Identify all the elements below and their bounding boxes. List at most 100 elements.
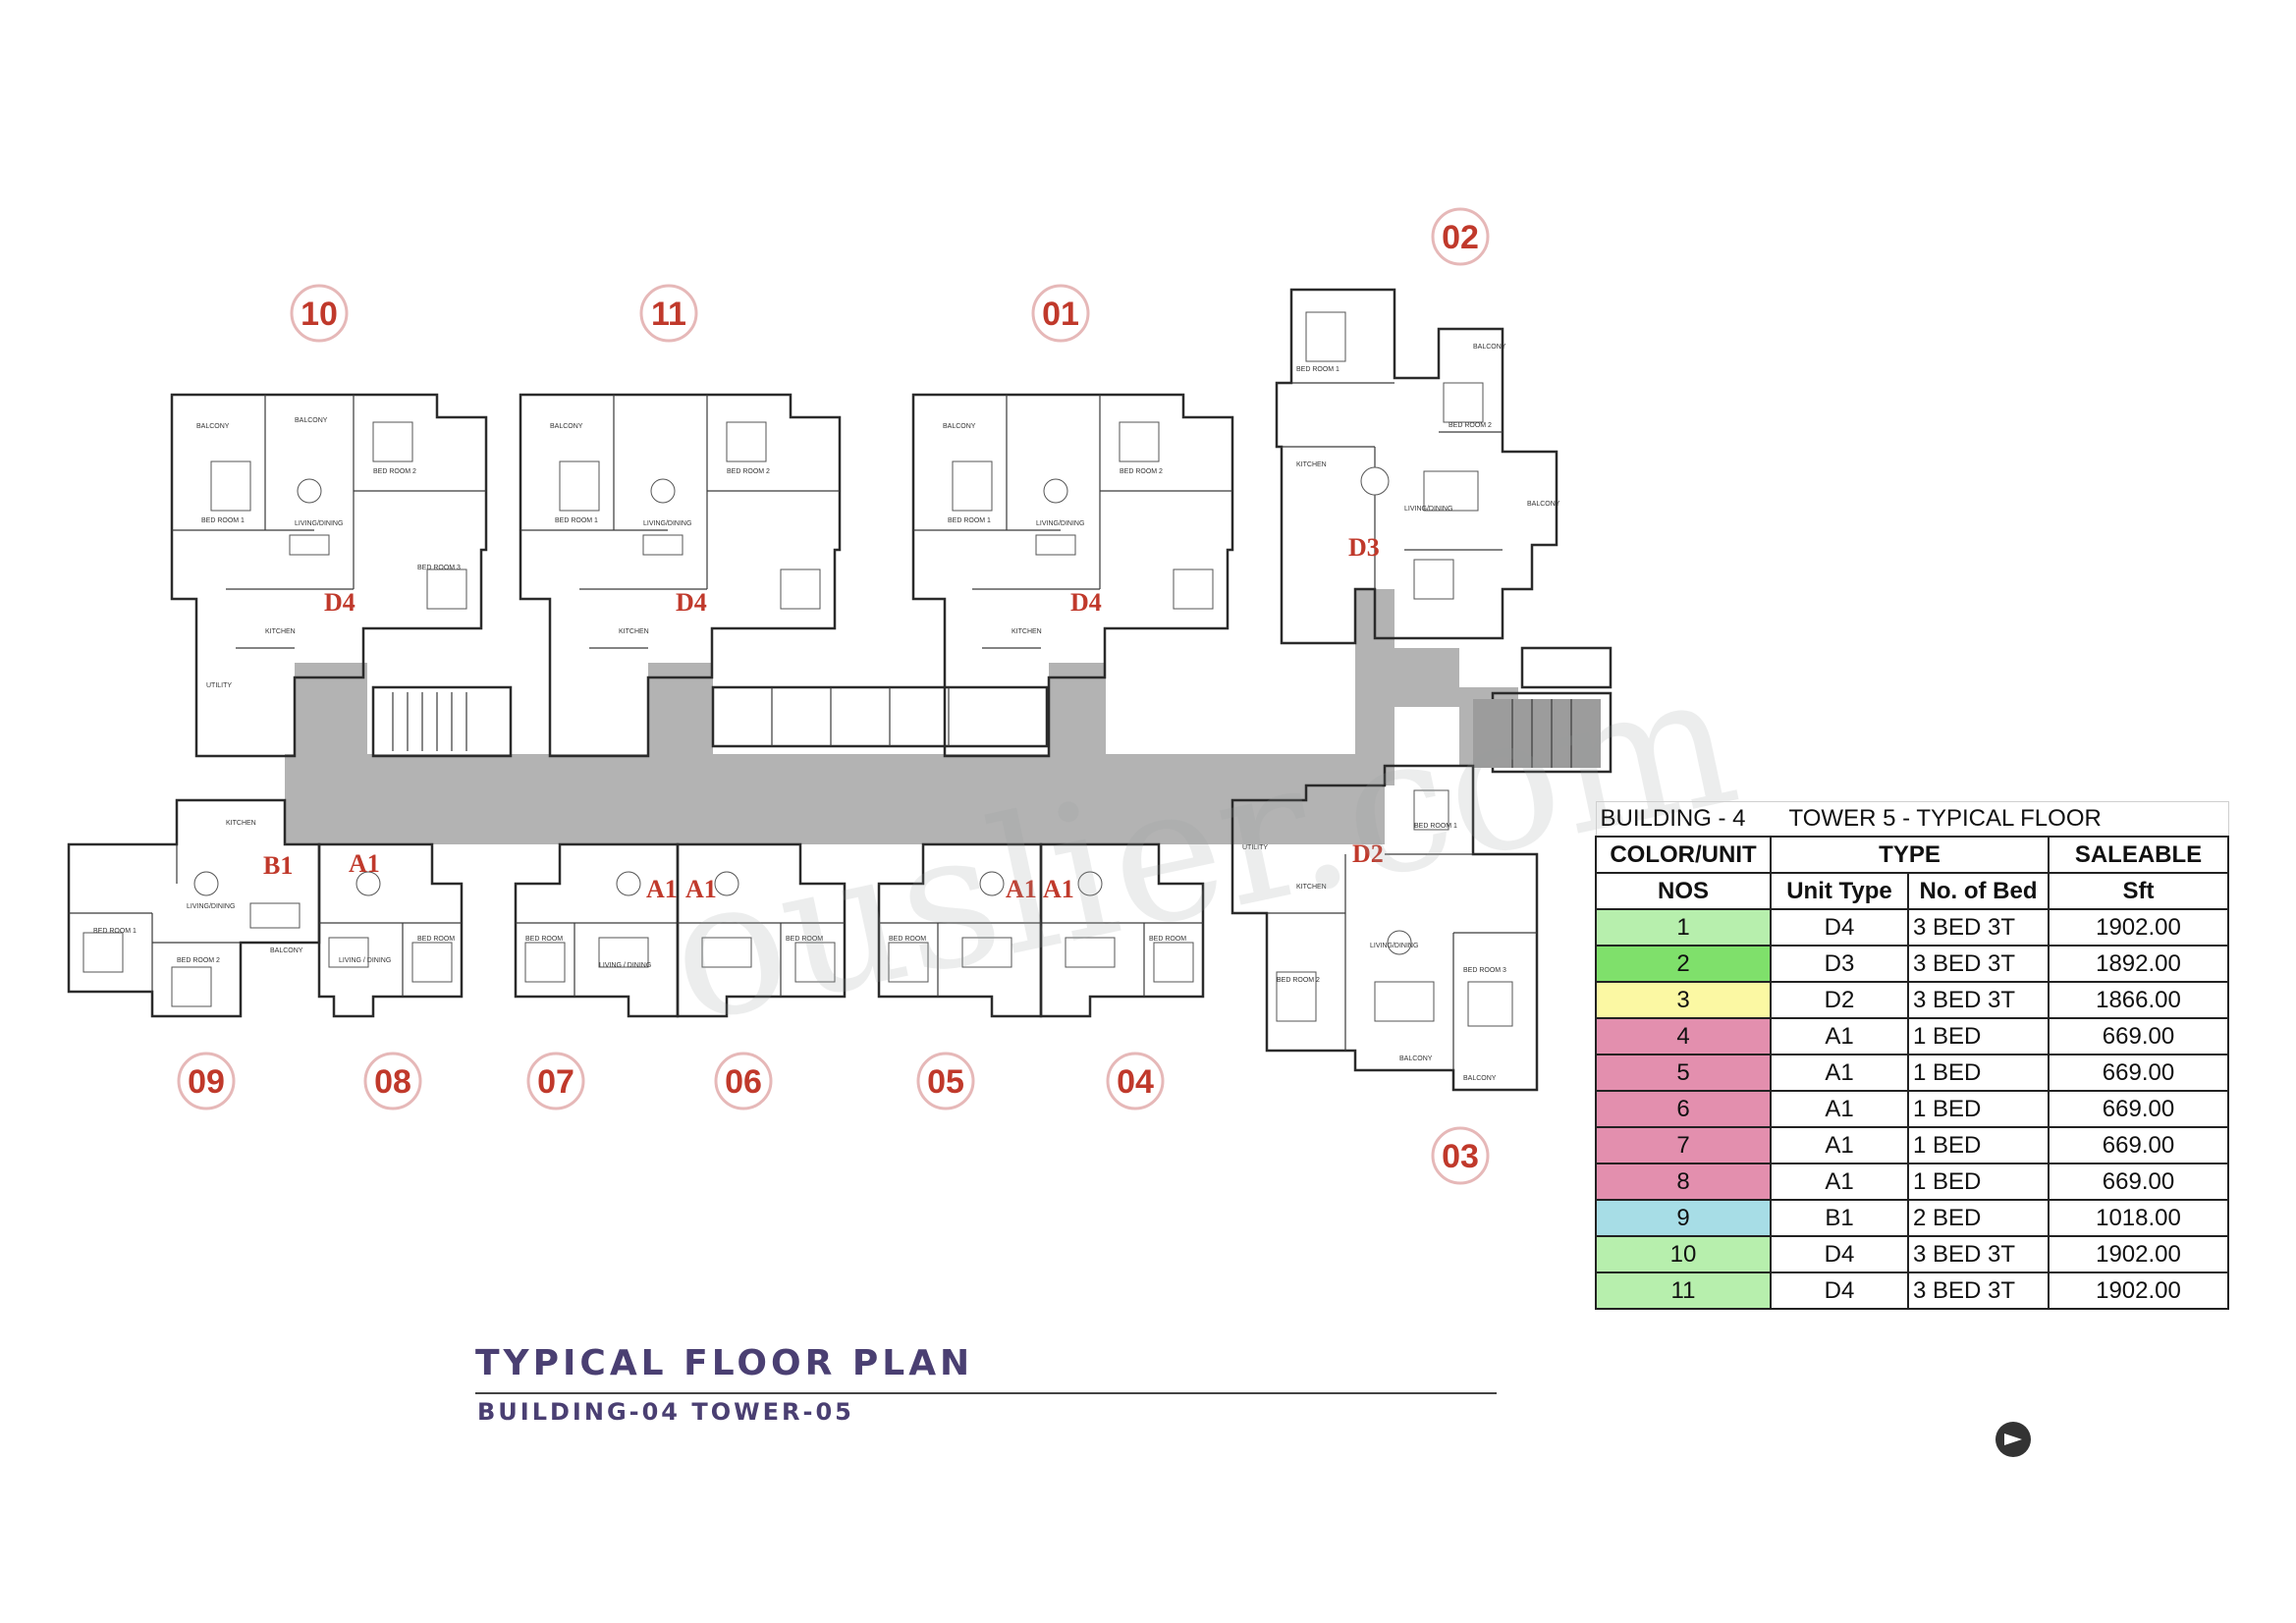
room-label-kitchen: KITCHEN	[226, 820, 256, 827]
unit-number-09[interactable]: 09	[177, 1052, 236, 1110]
page-subtitle: BUILDING-04 TOWER-05	[477, 1398, 854, 1426]
unit-08-plan[interactable]: LIVING / DINING BED ROOM A1	[317, 842, 464, 1018]
cell-no-of-bed: 3 BED 3T	[1907, 945, 2050, 983]
cell-nos: 5	[1595, 1054, 1772, 1092]
unit-number-label: 10	[301, 296, 338, 333]
unit-type-d2: D2	[1352, 839, 1384, 868]
unit-type-d4: D4	[676, 588, 707, 617]
cell-unit-type: D4	[1770, 908, 1909, 947]
room-label-living-dining-a1: LIVING / DINING	[599, 962, 651, 969]
room-label-bed-room-1: BED ROOM 1	[201, 517, 245, 524]
cell-nos: 4	[1595, 1017, 1772, 1055]
unit-11-plan[interactable]: BALCONY BED ROOM 1 BED ROOM 2 LIVING/DIN…	[519, 393, 842, 758]
unit-01-plan[interactable]: BALCONY BED ROOM 1 BED ROOM 2 LIVING/DIN…	[911, 393, 1234, 758]
room-label-kitchen: KITCHEN	[1296, 884, 1327, 891]
cell-saleable-sft: 669.00	[2048, 1090, 2229, 1128]
unit-type-a1: A1	[1006, 875, 1037, 903]
room-label-kitchen: KITCHEN	[1296, 461, 1327, 468]
cell-no-of-bed: 1 BED	[1907, 1163, 2050, 1201]
header-no-of-bed: No. of Bed	[1907, 872, 2050, 910]
cell-no-of-bed: 3 BED 3T	[1907, 1235, 2050, 1273]
unit-number-11[interactable]: 11	[639, 284, 698, 343]
room-label-bed-room: BED ROOM	[417, 936, 455, 943]
unit-06-plan[interactable]: BED ROOM A1	[676, 842, 847, 1018]
unit-05-plan[interactable]: BED ROOM A1	[877, 842, 1043, 1018]
cell-unit-type: A1	[1770, 1126, 1909, 1164]
cell-saleable-sft: 669.00	[2048, 1163, 2229, 1201]
cell-saleable-sft: 1892.00	[2048, 945, 2229, 983]
cell-no-of-bed: 1 BED	[1907, 1090, 2050, 1128]
unit-type-a1: A1	[349, 849, 380, 878]
room-label-balcony: BALCONY	[196, 423, 230, 430]
cell-saleable-sft: 1902.00	[2048, 1271, 2229, 1310]
room-label-living-dining: LIVING/DINING	[1404, 506, 1452, 513]
unit-type-d3: D3	[1348, 533, 1380, 562]
unit-number-02[interactable]: 02	[1431, 207, 1490, 266]
room-label-bed-room-3: BED ROOM 3	[1463, 967, 1506, 974]
north-arrow-icon	[1995, 1422, 2031, 1457]
unit-07-plan[interactable]: BED ROOM LIVING / DINING A1	[514, 842, 680, 1018]
unit-04-plan[interactable]: BED ROOM A1	[1039, 842, 1205, 1018]
room-label-bed-room-3: BED ROOM 3	[417, 565, 461, 571]
room-label-bed-room-2: BED ROOM 2	[727, 468, 770, 475]
cell-unit-type: D4	[1770, 1235, 1909, 1273]
unit-type-a1: A1	[1043, 875, 1074, 903]
room-label-balcony: BALCONY	[1399, 1055, 1433, 1062]
unit-09-plan[interactable]: BED ROOM 1 BED ROOM 2 LIVING/DINING BALC…	[67, 798, 321, 1018]
room-label-bed-room-2: BED ROOM 2	[1449, 422, 1492, 429]
unit-number-01[interactable]: 01	[1031, 284, 1090, 343]
cell-no-of-bed: 1 BED	[1907, 1054, 2050, 1092]
room-label-bed-room: BED ROOM	[1149, 936, 1186, 943]
cell-nos: 8	[1595, 1163, 1772, 1201]
unit-number-label: 06	[725, 1063, 762, 1101]
room-label-utility: UTILITY	[1242, 844, 1268, 851]
cell-saleable-sft: 669.00	[2048, 1054, 2229, 1092]
room-label-balcony: BALCONY	[295, 417, 328, 424]
stair-hatch-right	[1473, 699, 1601, 768]
unit-number-label: 07	[537, 1063, 574, 1101]
unit-number-label: 05	[927, 1063, 964, 1101]
unit-number-06[interactable]: 06	[714, 1052, 773, 1110]
unit-number-04[interactable]: 04	[1106, 1052, 1165, 1110]
cell-unit-type: A1	[1770, 1017, 1909, 1055]
cell-no-of-bed: 1 BED	[1907, 1126, 2050, 1164]
room-label-balcony: BALCONY	[1473, 344, 1506, 351]
unit-number-label: 02	[1442, 219, 1479, 256]
unit-02-plan[interactable]: BED ROOM 1 BED ROOM 2 LIVING/DINING KITC…	[1275, 288, 1560, 645]
unit-10-plan[interactable]: BALCONY BALCONY BED ROOM 1 BED ROOM 2 LI…	[170, 393, 488, 758]
cell-nos: 9	[1595, 1199, 1772, 1237]
unit-type-a1: A1	[646, 875, 678, 903]
cell-saleable-sft: 1866.00	[2048, 981, 2229, 1019]
unit-number-07[interactable]: 07	[526, 1052, 585, 1110]
room-label-bed-room-2: BED ROOM 2	[373, 468, 416, 475]
unit-number-03[interactable]: 03	[1431, 1126, 1490, 1185]
header-nos: NOS	[1595, 872, 1772, 910]
room-label-kitchen: KITCHEN	[265, 628, 296, 635]
corridor	[285, 589, 1613, 844]
unit-number-label: 09	[188, 1063, 225, 1101]
unit-number-05[interactable]: 05	[916, 1052, 975, 1110]
unit-03-plan[interactable]: BED ROOM 1 BED ROOM 2 BED ROOM 3 LIVING/…	[1230, 764, 1539, 1092]
cell-saleable-sft: 1902.00	[2048, 908, 2229, 947]
cell-unit-type: B1	[1770, 1199, 1909, 1237]
unit-type-d4: D4	[1070, 588, 1102, 617]
room-label-balcony: BALCONY	[550, 423, 583, 430]
room-label-bed-room-1: BED ROOM 1	[1296, 366, 1339, 373]
room-label-bed-room: BED ROOM	[525, 936, 563, 943]
unit-number-10[interactable]: 10	[290, 284, 349, 343]
unit-number-08[interactable]: 08	[363, 1052, 422, 1110]
cell-no-of-bed: 3 BED 3T	[1907, 981, 2050, 1019]
room-label-bed-room: BED ROOM	[889, 936, 926, 943]
room-label-bed-room-2: BED ROOM 2	[1277, 977, 1320, 984]
room-label-balcony: BALCONY	[943, 423, 976, 430]
cell-saleable-sft: 1018.00	[2048, 1199, 2229, 1237]
cell-nos: 2	[1595, 945, 1772, 983]
header-sft: Sft	[2048, 872, 2229, 910]
